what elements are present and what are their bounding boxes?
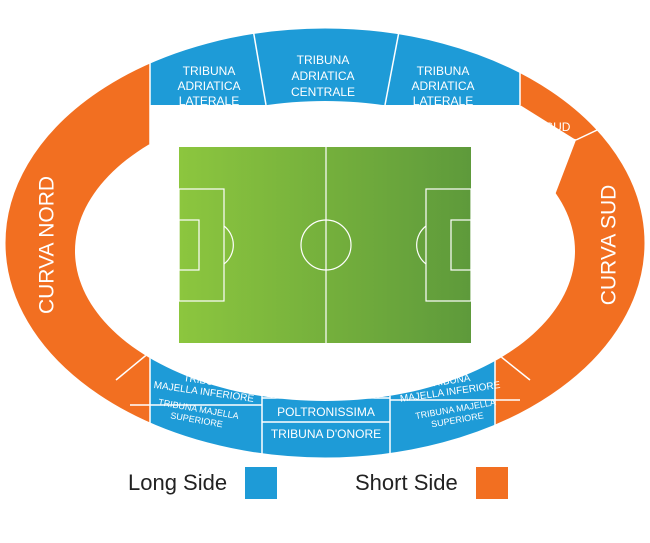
- section-poltronissima[interactable]: [262, 398, 390, 422]
- label-line: TRIBUNA: [297, 53, 350, 67]
- legend-short-side: Short Side: [355, 466, 508, 500]
- section-tribuna-adriatica-laterale-right[interactable]: [385, 0, 520, 105]
- label-tribuna-adriatica-centrale: TRIBUNA ADRIATICA CENTRALE: [291, 53, 355, 99]
- legend-long-side-swatch: [245, 467, 278, 499]
- label-line: CURVA SUD: [502, 120, 571, 134]
- label-tribuna-vip: TRIBUNA VIP: [289, 384, 364, 398]
- label-curva-nord: CURVA NORD: [36, 176, 59, 314]
- section-tribuna-donore[interactable]: [262, 422, 390, 543]
- pitch-lines: [178, 147, 472, 343]
- label-line: ADRIATICA: [291, 69, 354, 83]
- pitch: [178, 147, 472, 343]
- pitch-grass: [179, 147, 471, 343]
- label-line: LATERALE: [413, 94, 473, 108]
- label-curva-sud-ospiti: CURVA SUD OSPITI: [502, 120, 571, 151]
- label-line: LATERALE: [179, 94, 239, 108]
- legend-long-side: Long Side: [128, 466, 278, 500]
- section-labels: CURVA NORD CURVA SUD CURVA SUD OSPITI TRI…: [36, 53, 621, 441]
- label-curva-sud: CURVA SUD: [598, 185, 621, 306]
- label-line: CENTRALE: [291, 85, 355, 99]
- outer-edge: [4, 27, 646, 459]
- label-line: ADRIATICA: [177, 79, 240, 93]
- label-line: ADRIATICA: [411, 79, 474, 93]
- label-tribuna-donore: TRIBUNA D'ONORE: [271, 427, 381, 441]
- section-curva-sud-ospiti[interactable]: [520, 0, 650, 140]
- section-tribuna-adriatica-laterale-left[interactable]: [150, 0, 266, 105]
- section-tribuna-adriatica-centrale[interactable]: [248, 0, 405, 105]
- legend-short-side-swatch: [475, 467, 508, 499]
- label-line: TRIBUNA: [183, 64, 236, 78]
- label-line: TRIBUNA: [417, 64, 470, 78]
- label-line: OSPITI: [516, 137, 555, 151]
- legend-short-side-label: Short Side: [355, 470, 458, 495]
- label-poltronissima: POLTRONISSIMA: [277, 405, 375, 419]
- section-curva-nord[interactable]: [0, 0, 150, 543]
- legend-long-side-label: Long Side: [128, 470, 228, 495]
